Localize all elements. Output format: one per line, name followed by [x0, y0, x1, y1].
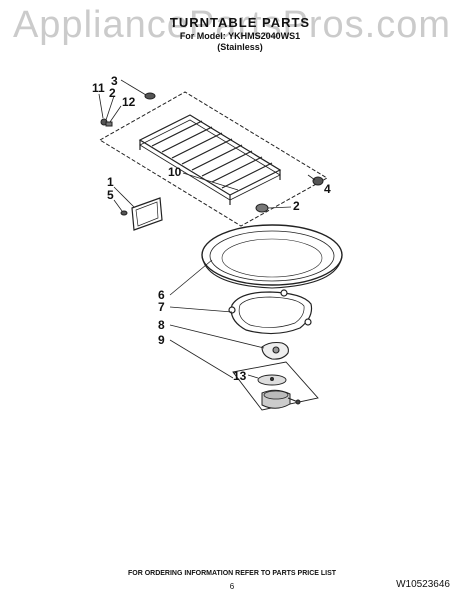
variant-label: (Stainless) — [217, 42, 263, 52]
glass-turntable-part-6 — [201, 224, 343, 289]
callout-6: 6 — [158, 288, 165, 302]
callout-3: 3 — [111, 74, 118, 88]
callout-2-upper: 2 — [109, 86, 116, 100]
callout-2-lower: 2 — [293, 199, 300, 213]
callout-4: 4 — [324, 182, 331, 196]
callout-5: 5 — [107, 188, 114, 202]
callout-8: 8 — [158, 318, 165, 332]
screw-part-3 — [144, 92, 156, 100]
clip-part-5 — [120, 210, 128, 216]
motor-box-part-9 — [232, 361, 319, 411]
watermark-text: AppliancePartsPros.com — [12, 4, 452, 46]
callout-12: 12 — [122, 95, 136, 109]
callout-11: 11 — [92, 81, 105, 95]
roller-ring-part-7 — [228, 289, 313, 335]
callout-7: 7 — [158, 300, 165, 314]
roller-part-2 — [255, 203, 269, 213]
clip-part-12 — [105, 121, 113, 127]
callout-10: 10 — [168, 165, 182, 179]
document-id: W10523646 — [396, 579, 450, 590]
screw-part-4 — [312, 176, 324, 186]
cover-part-1 — [131, 197, 163, 231]
model-line: For Model: YKHMS2040WS1 — [179, 31, 301, 41]
wire-rack — [138, 114, 282, 205]
turntable-motor-part-13 — [257, 374, 301, 409]
page-number: 6 — [229, 582, 235, 591]
coupler-part-8 — [261, 341, 289, 360]
leader-lines — [98, 79, 316, 379]
ordering-note: FOR ORDERING INFORMATION REFER TO PARTS … — [127, 570, 337, 577]
callout-13: 13 — [233, 369, 247, 383]
page-title: TURNTABLE PARTS — [169, 15, 311, 30]
floor-outline — [99, 91, 328, 227]
callout-1: 1 — [107, 175, 114, 189]
callout-9: 9 — [158, 333, 165, 347]
